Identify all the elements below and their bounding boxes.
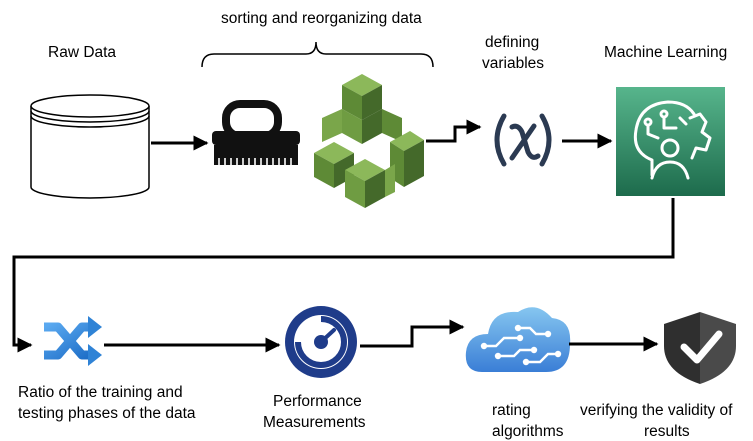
gauge-icon (285, 306, 357, 378)
label-defining-line1: defining (485, 34, 540, 51)
shield-check-icon (664, 312, 736, 384)
variable-x-icon (494, 113, 552, 167)
arrow-performance-to-rating (360, 319, 465, 348)
label-ratio-line2: testing phases of the data (18, 405, 196, 422)
label-raw-data: Raw Data (48, 44, 117, 61)
label-verifying-line1: verifying the validity of (580, 402, 733, 419)
brush-icon (212, 100, 300, 166)
label-performance-line2: Measurements (263, 414, 366, 431)
machine-learning-icon (616, 87, 725, 196)
label-performance-line1: Performance (273, 393, 362, 410)
label-verifying-line2: results (644, 423, 690, 440)
shuffle-icon (44, 316, 102, 366)
database-icon (30, 94, 150, 199)
label-defining-line2: variables (482, 55, 545, 72)
label-rating-line1: rating (492, 402, 531, 419)
cloud-circuit-icon (465, 307, 571, 372)
curly-brace (201, 41, 434, 68)
label-rating-line2: algorithms (492, 423, 564, 440)
label-sorting: sorting and reorganizing data (221, 10, 422, 27)
cubes-icon (314, 74, 424, 208)
arrow-ml-to-ratio (12, 198, 675, 353)
arrow-sort-to-variables (426, 119, 482, 143)
label-machine-learning: Machine Learning (604, 44, 728, 61)
label-ratio-line1: Ratio of the training and (18, 384, 183, 401)
